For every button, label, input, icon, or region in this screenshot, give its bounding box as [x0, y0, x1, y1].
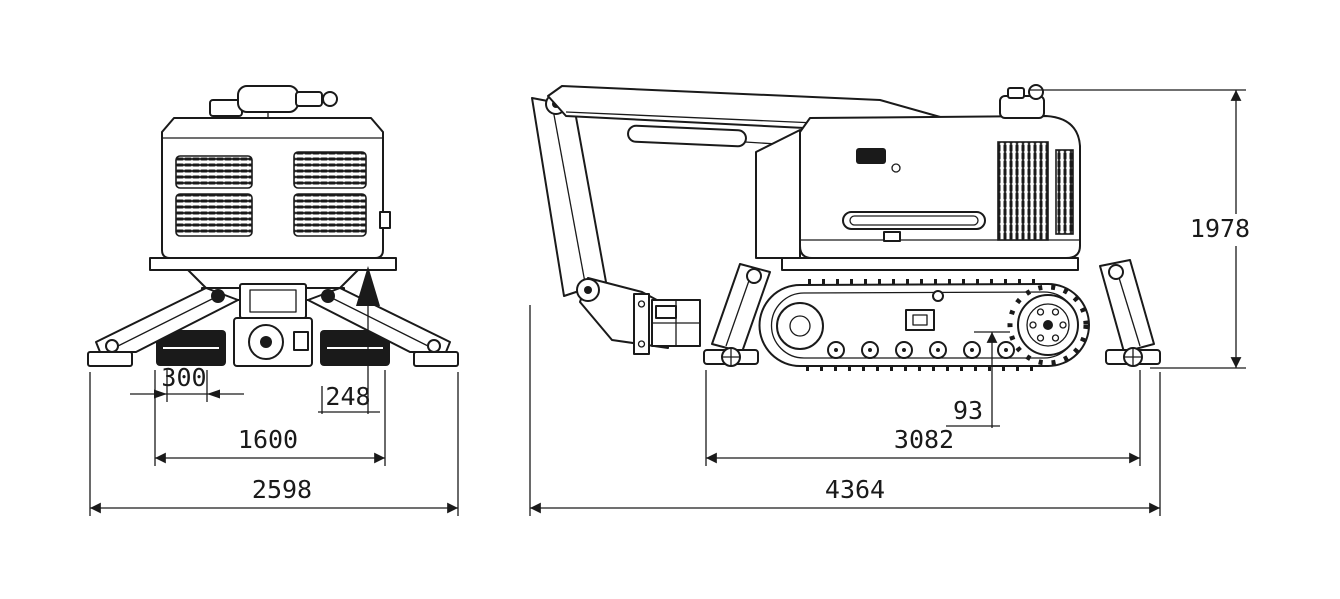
side-rear-outrigger: [1099, 259, 1161, 367]
side-front-outrigger: [703, 263, 771, 367]
front-right-outrigger: [307, 287, 459, 367]
dim-label-overall-length: 4364: [825, 475, 885, 504]
front-exhaust-assembly: [209, 85, 338, 118]
side-dipper-arm: [531, 93, 607, 297]
front-dimensions: 300 248 1600 2598: [89, 266, 459, 516]
front-grille-upper-right: [293, 151, 367, 189]
boom-hydraulic-cylinder: [627, 124, 747, 148]
dim-label-overall-height: 1978: [1190, 214, 1250, 243]
track-drive-sprocket: [1007, 284, 1089, 366]
front-rotation-unit: [233, 283, 313, 367]
side-exhaust-cap: [999, 84, 1045, 119]
front-grille-lower-left: [175, 193, 253, 237]
side-dimensions: 1978 93 3082 4364: [529, 89, 1250, 516]
side-crawler-track: [758, 279, 1090, 371]
dim-label-overall-width: 2598: [252, 475, 312, 504]
side-machine-drawing: [531, 84, 1161, 371]
dim-front-pad-spacing: 300: [130, 363, 244, 402]
dim-front-track-width: 1600: [154, 370, 386, 466]
dim-side-track-length: 3082: [705, 370, 1141, 466]
side-tool-bracket: [576, 277, 701, 355]
dim-label-track-width: 1600: [238, 425, 298, 454]
dim-label-outrigger-offset: 248: [325, 382, 370, 411]
dim-front-outrigger-offset: 248: [318, 266, 380, 414]
front-left-outrigger: [87, 287, 239, 367]
side-hood-handle: [842, 211, 986, 230]
dim-label-track-length: 3082: [894, 425, 954, 454]
side-pedestal: [755, 129, 801, 259]
dim-side-ground-clearance: 93: [946, 331, 1010, 428]
dim-label-pad-spacing: 300: [161, 363, 206, 392]
side-vent-grille-main: [997, 141, 1049, 241]
dim-side-overall-length: 4364: [529, 305, 1161, 516]
track-rollers: [827, 341, 1015, 359]
dim-side-overall-height: 1978: [1030, 89, 1250, 369]
dim-front-overall-width: 2598: [89, 372, 459, 516]
front-machine-drawing: [87, 85, 459, 367]
front-view: 300 248 1600 2598: [87, 85, 459, 516]
side-vent-grille-edge: [1055, 149, 1074, 235]
side-view: 1978 93 3082 4364: [529, 84, 1250, 516]
front-track-pads: [156, 330, 390, 366]
dim-label-ground-clearance: 93: [953, 396, 983, 425]
side-turret-deck: [781, 257, 1079, 271]
side-engine-hood: [799, 115, 1081, 259]
front-grille-upper-left: [175, 155, 253, 189]
front-body-housing: [161, 117, 391, 259]
front-grille-lower-right: [293, 193, 367, 237]
track-front-idler: [776, 302, 824, 350]
side-hood-decal: [856, 148, 886, 164]
